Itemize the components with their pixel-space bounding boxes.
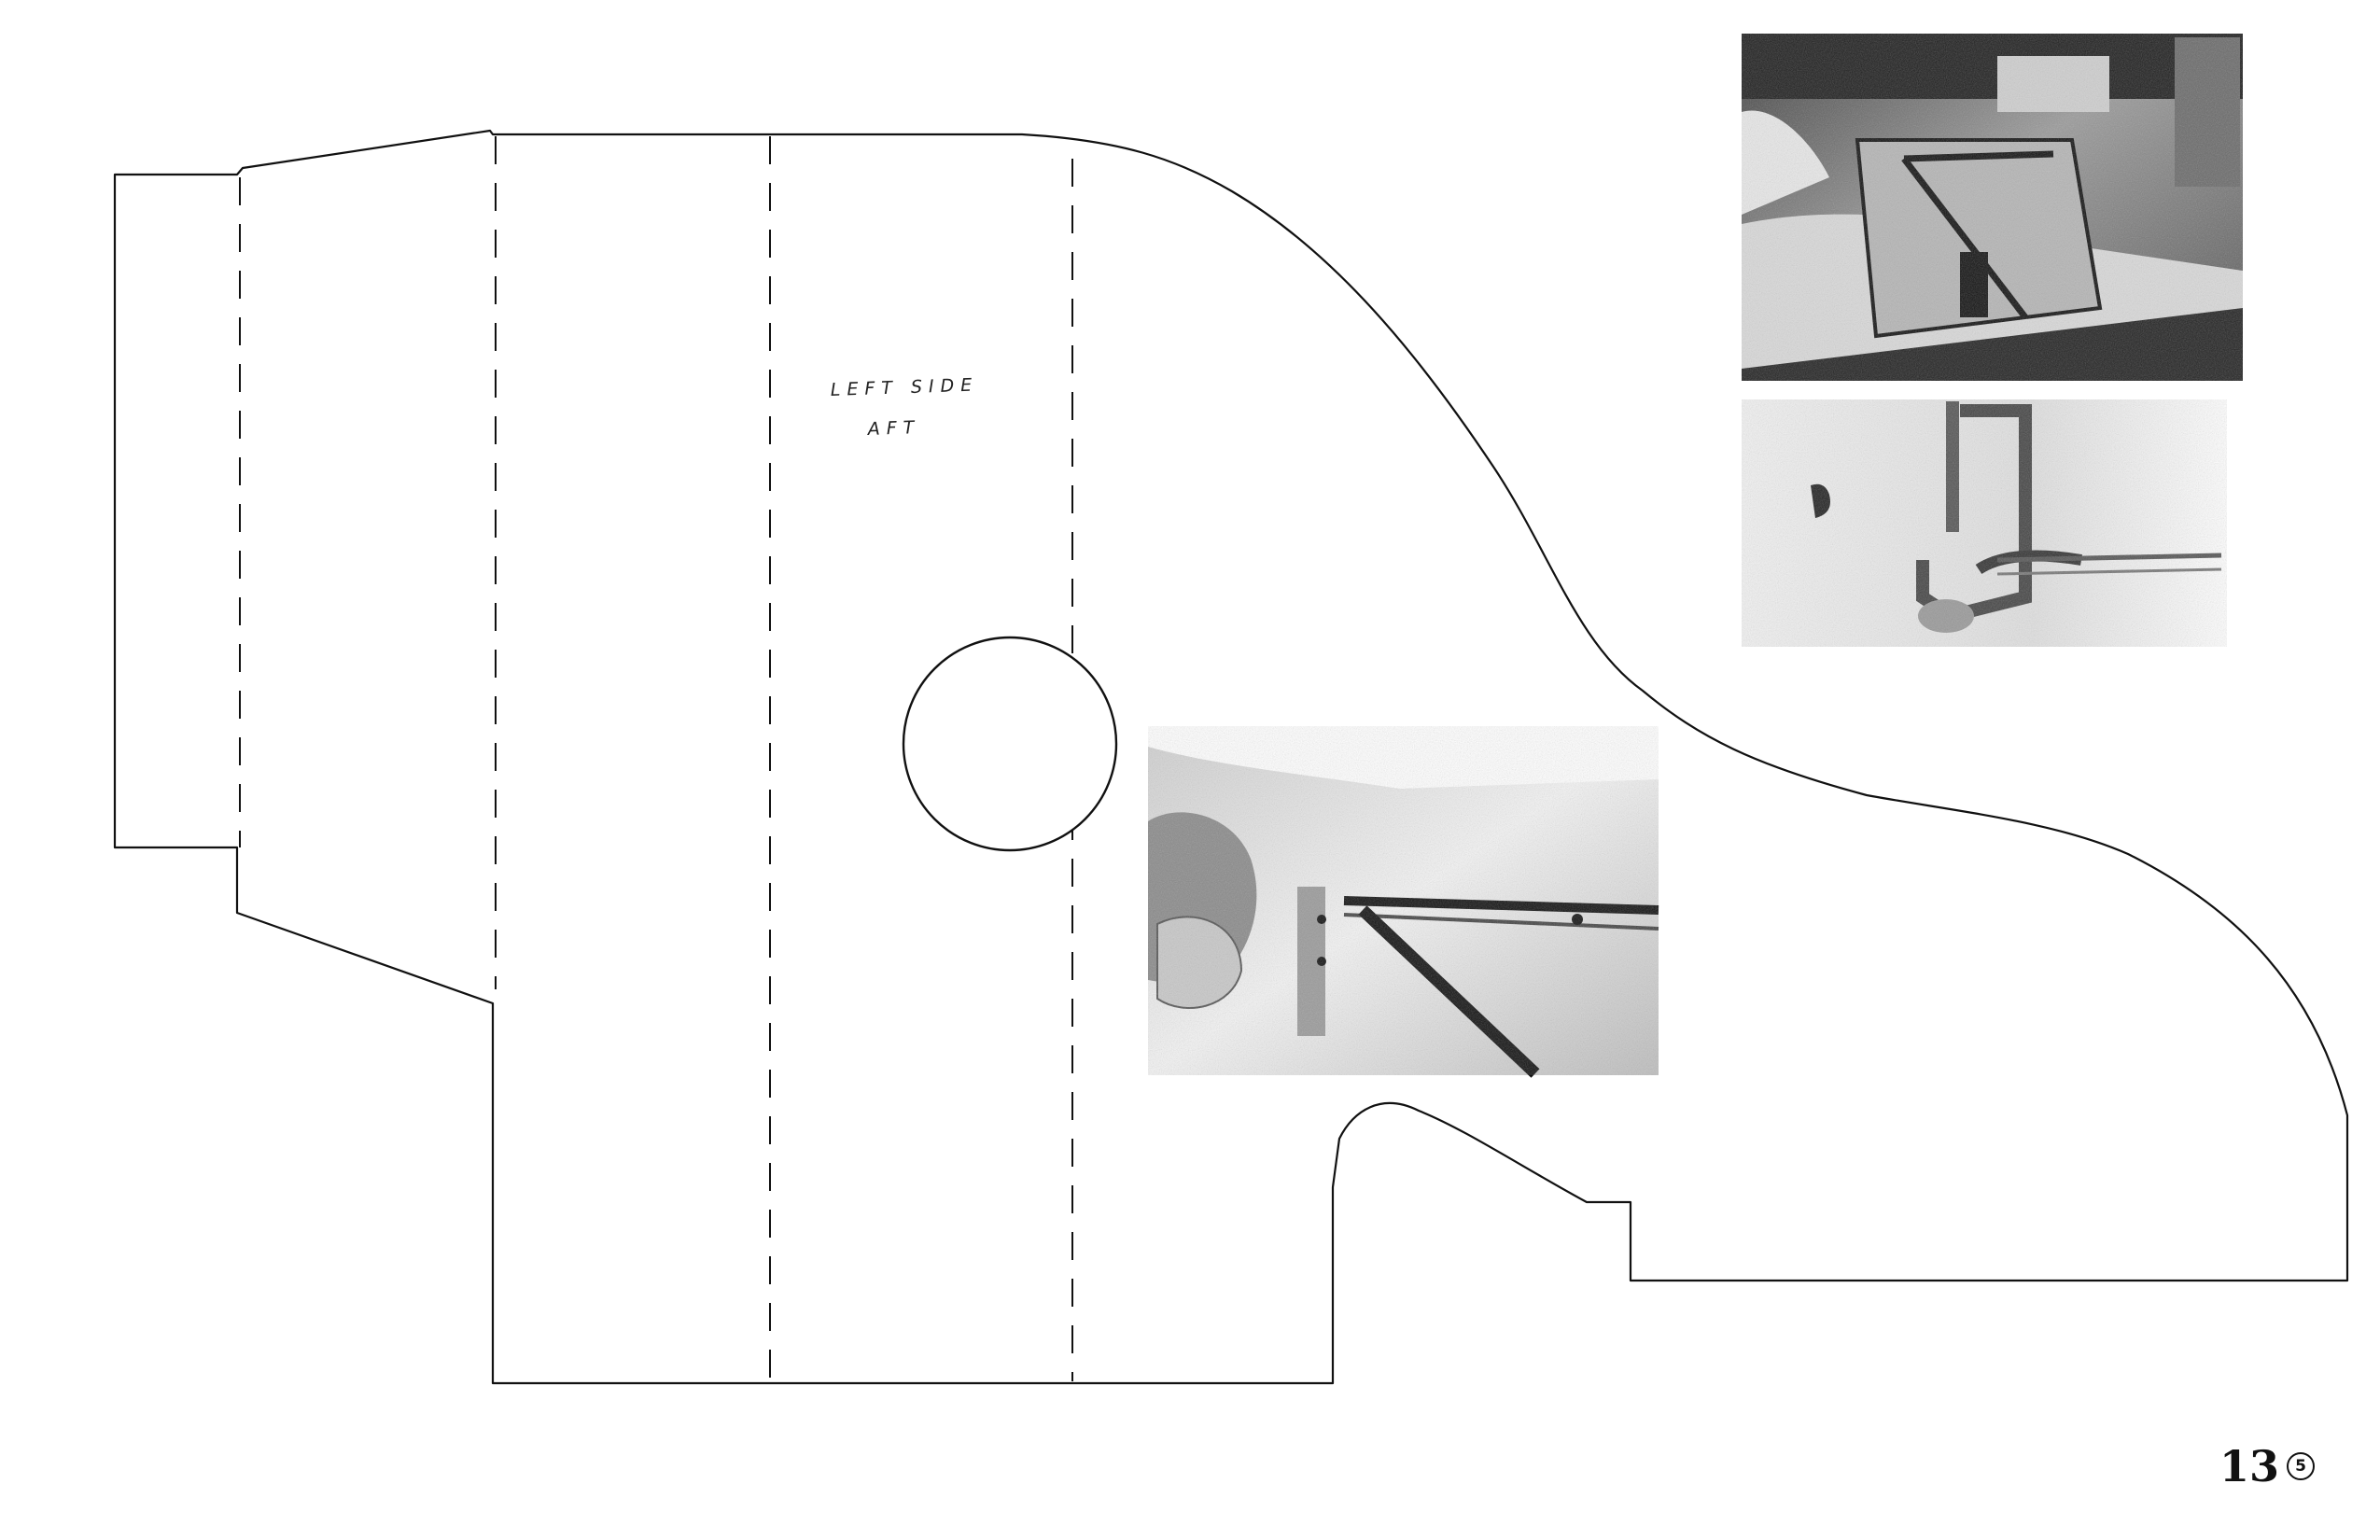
pattern-outline: [113, 129, 2349, 1385]
label-left-side: LEFT SIDE: [830, 374, 978, 400]
page-sub-number: 5: [2287, 1452, 2315, 1480]
photo-clamp: [1742, 399, 2227, 647]
photo-engine-mount-top: [1742, 34, 2243, 381]
page-number-text: 13: [2219, 1441, 2279, 1491]
photo-tube-frame: [1148, 726, 1659, 1078]
page-number: 13 5: [2219, 1445, 2315, 1488]
pattern-hole: [902, 636, 1118, 852]
label-aft: AFT: [865, 417, 920, 440]
